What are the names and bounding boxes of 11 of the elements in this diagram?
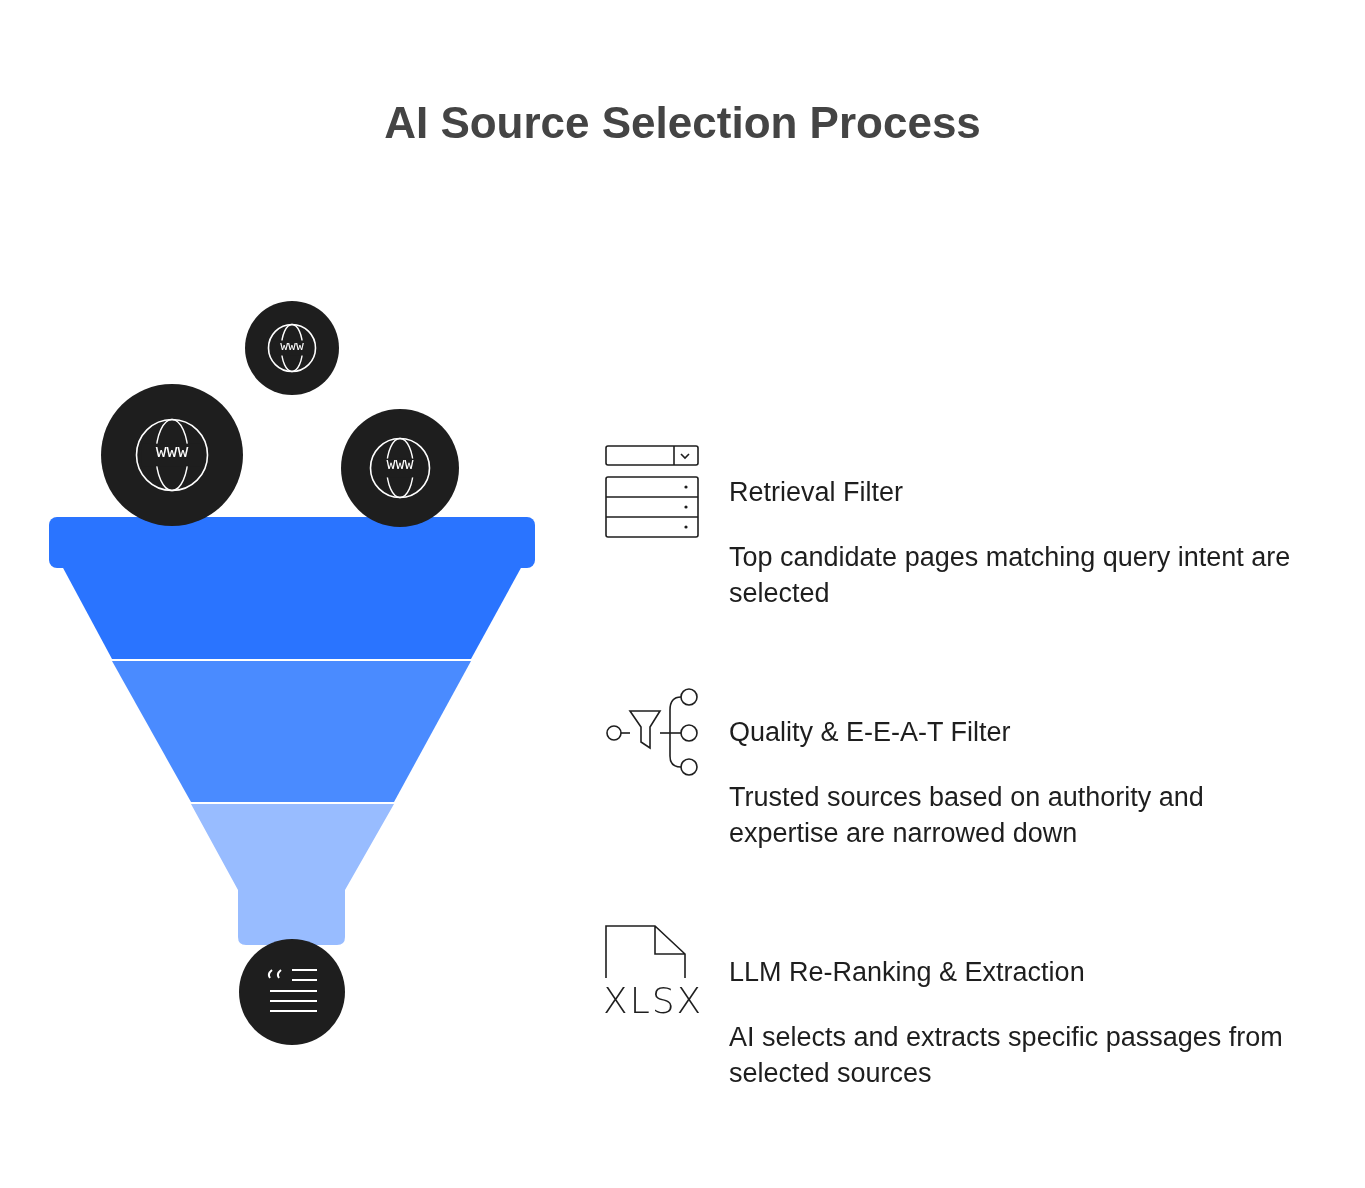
step-description: AI selects and extracts specific passages from selected sources (729, 1021, 1284, 1090)
globe-text: www (279, 338, 305, 352)
step-heading: Quality & E-E-A-T Filter (729, 716, 1012, 749)
globe-text: www (154, 442, 190, 461)
step-description: Top candidate pages matching query intent are selected (729, 541, 1292, 610)
step-heading: LLM Re-Ranking & Extraction (729, 956, 1086, 989)
title: AI Source Selection Process (383, 98, 982, 148)
file-type-label: XLSX (603, 983, 703, 1019)
step-heading: Retrieval Filter (729, 476, 905, 509)
globe-text: www (385, 457, 415, 473)
step-description: Trusted sources based on authority and expertise are narrowed down (729, 781, 1205, 850)
